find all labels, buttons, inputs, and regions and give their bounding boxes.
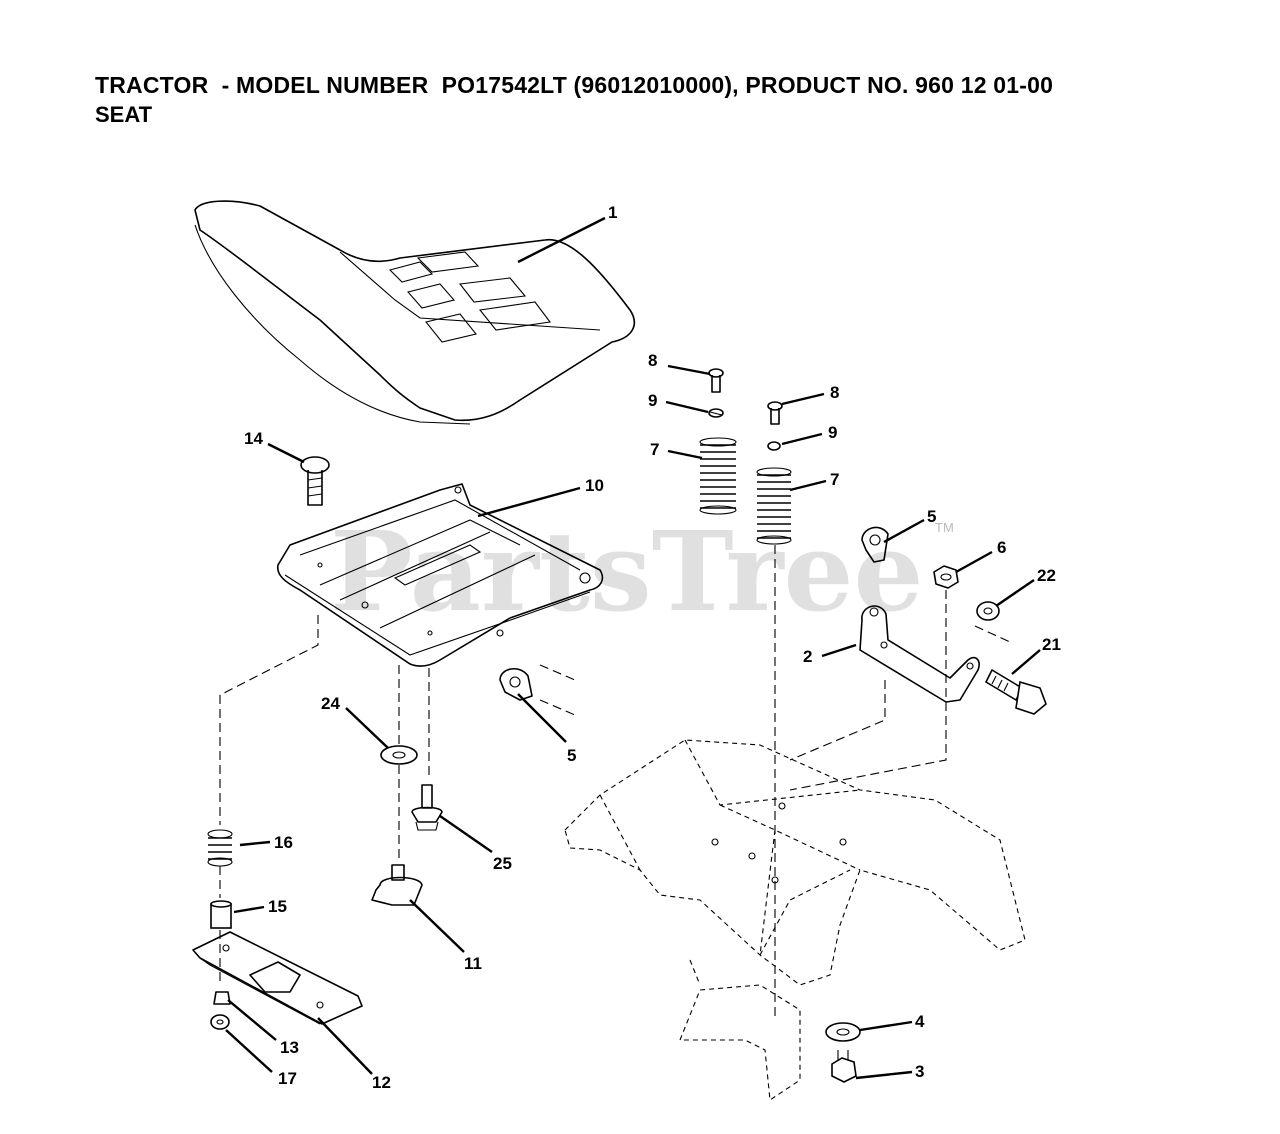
diagram-title: TRACTOR - MODEL NUMBER PO17542LT (960120… <box>95 72 1054 98</box>
clip-lower-part[interactable] <box>499 668 533 701</box>
bolt-right-part[interactable] <box>767 401 783 425</box>
shoulder-bolt-part[interactable] <box>985 669 1047 715</box>
watermark-trademark: TM <box>935 520 954 535</box>
callout-21[interactable]: 21 <box>1042 635 1061 654</box>
callout-5-lower[interactable]: 5 <box>567 746 576 765</box>
callout-leader-lines <box>225 216 1041 1080</box>
callout-7-left[interactable]: 7 <box>650 440 659 459</box>
callout-6[interactable]: 6 <box>997 538 1006 557</box>
lock-washer-left-part[interactable] <box>708 408 724 418</box>
seat-pan-part[interactable] <box>276 483 604 667</box>
hex-bolt-3-part[interactable] <box>831 1050 857 1083</box>
watermark-text: PartsTree <box>330 507 924 636</box>
callout-2[interactable]: 2 <box>803 647 812 666</box>
washer-24-part[interactable] <box>380 745 418 765</box>
callout-1[interactable]: 1 <box>608 203 617 222</box>
callout-9-right[interactable]: 9 <box>828 423 837 442</box>
spacer-part[interactable] <box>210 900 232 929</box>
callout-12[interactable]: 12 <box>372 1073 391 1092</box>
hex-nut-part[interactable] <box>933 565 959 589</box>
callout-9-left[interactable]: 9 <box>648 391 657 410</box>
stud-part[interactable] <box>411 784 443 831</box>
assembly-guide-lines <box>219 545 1011 1020</box>
slide-plate-part[interactable] <box>192 931 363 1025</box>
callout-24[interactable]: 24 <box>321 694 340 713</box>
adjuster-knob-part[interactable] <box>371 864 423 906</box>
callout-16[interactable]: 16 <box>274 833 293 852</box>
tractor-frame-outline <box>564 739 1026 1101</box>
callout-7-right[interactable]: 7 <box>830 470 839 489</box>
callout-14[interactable]: 14 <box>244 429 263 448</box>
carriage-bolt-part[interactable] <box>300 456 330 506</box>
callout-17[interactable]: 17 <box>278 1069 297 1088</box>
callout-8-left[interactable]: 8 <box>648 351 657 370</box>
callout-15[interactable]: 15 <box>268 897 287 916</box>
washer-4-part[interactable] <box>825 1022 861 1042</box>
lock-washer-right-part[interactable] <box>767 441 781 451</box>
seat-bracket-part[interactable] <box>859 605 980 703</box>
callout-13[interactable]: 13 <box>280 1038 299 1057</box>
callout-3[interactable]: 3 <box>915 1062 924 1081</box>
washer-22-part[interactable] <box>976 601 1000 621</box>
washer-17-part[interactable] <box>210 1014 230 1030</box>
bolt-left-part[interactable] <box>708 368 724 393</box>
callout-11[interactable]: 11 <box>464 954 482 973</box>
callout-8-right[interactable]: 8 <box>830 383 839 402</box>
callout-10[interactable]: 10 <box>585 476 604 495</box>
nut-13-part[interactable] <box>213 991 231 1005</box>
seat-part[interactable] <box>194 200 636 425</box>
spring-16-part[interactable] <box>207 829 233 867</box>
clip-upper-part[interactable] <box>861 526 889 563</box>
callout-4[interactable]: 4 <box>915 1012 925 1031</box>
callout-22[interactable]: 22 <box>1037 566 1056 585</box>
callout-5-upper[interactable]: 5 <box>927 507 936 526</box>
spring-left-part[interactable] <box>699 437 737 515</box>
callout-25[interactable]: 25 <box>493 854 512 873</box>
diagram-subtitle: SEAT <box>95 102 153 127</box>
spring-right-part[interactable] <box>756 467 792 545</box>
